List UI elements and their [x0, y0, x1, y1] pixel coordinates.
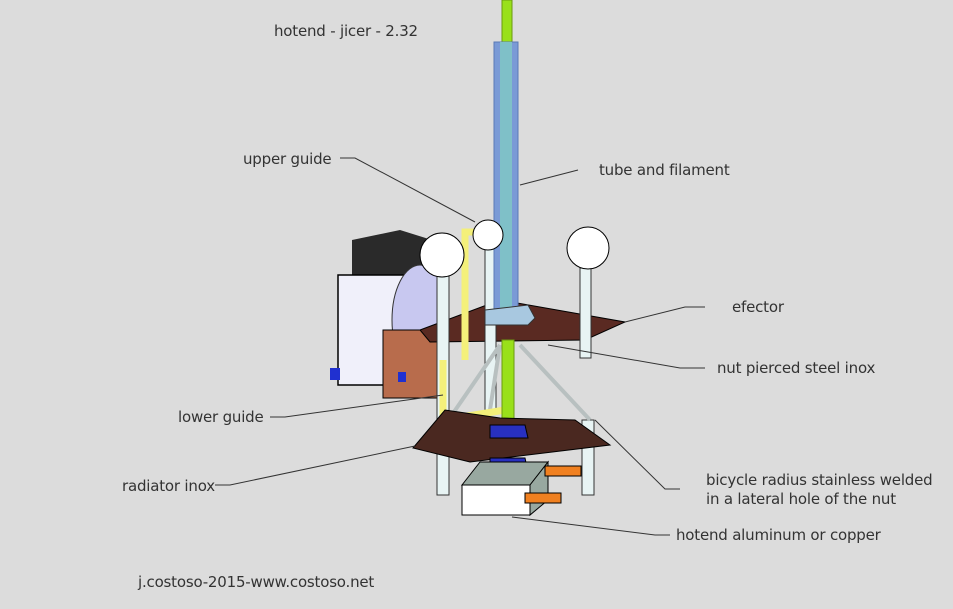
label-bicycle-radius-line1: bicycle radius stainless welded: [706, 471, 933, 489]
lower-nut: [489, 424, 529, 439]
label-tube-and-filament: tube and filament: [599, 161, 730, 179]
label-radiator-inox: radiator inox: [122, 477, 215, 495]
label-hotend: hotend aluminum or copper: [676, 526, 881, 544]
filament-top: [501, 0, 513, 46]
label-lower-guide: lower guide: [178, 408, 264, 426]
filament-lower: [501, 339, 515, 431]
leader-lines: [215, 157, 705, 536]
credit-text: j.costoso-2015-www.costoso.net: [138, 573, 375, 591]
upper-nut: [484, 304, 536, 326]
label-efector: efector: [732, 298, 784, 316]
label-bicycle-radius-line2: in a lateral hole of the nut: [706, 490, 896, 508]
adjustment-knobs: [419, 219, 610, 278]
diagram-title: hotend - jicer - 2.32: [274, 22, 418, 40]
label-nut: nut pierced steel inox: [717, 359, 876, 377]
hotend-block: [460, 460, 582, 517]
label-upper-guide: upper guide: [243, 150, 332, 168]
